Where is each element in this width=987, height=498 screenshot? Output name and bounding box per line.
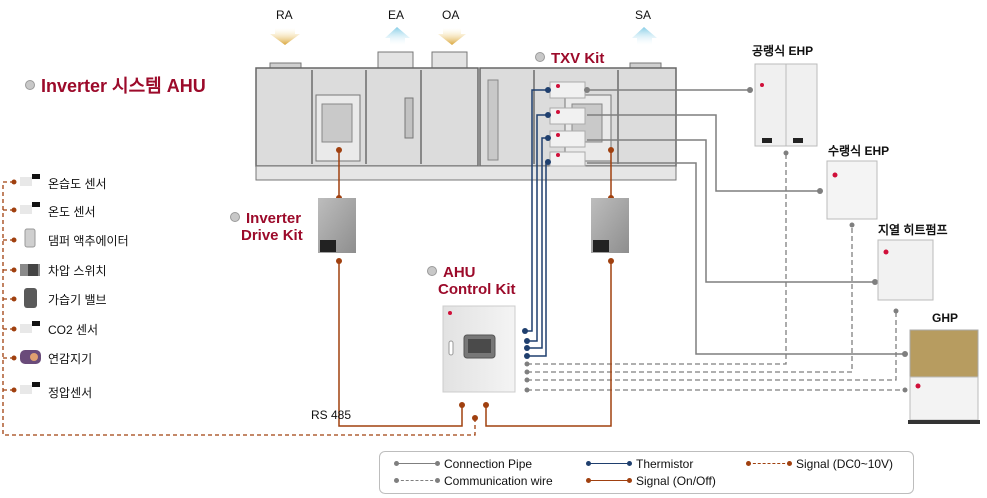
legend-thermistor: Thermistor — [586, 457, 694, 471]
bullet-icon — [427, 266, 437, 277]
txv-kit-label: TXV Kit — [535, 50, 604, 67]
sensor-icon — [20, 321, 40, 333]
signal-dc-wires — [2, 181, 476, 436]
sensor-label: 온도 센서 — [48, 205, 96, 219]
txv-kit-text: TXV Kit — [551, 50, 605, 67]
bullet-icon — [25, 80, 35, 91]
ghp-unit — [908, 329, 980, 424]
bullet-icon — [230, 212, 240, 223]
geothermal-heat-pump-unit — [877, 239, 934, 301]
airflow-label-ea: EA — [388, 8, 405, 22]
pipe-nodes — [584, 87, 908, 357]
ahu-kit-line2: Control Kit — [438, 281, 516, 298]
valve-icon — [24, 288, 37, 308]
sensor-label: 차압 스위치 — [48, 264, 107, 278]
connection-pipes — [587, 89, 905, 355]
sensor-icon — [20, 202, 40, 214]
legend-text: Thermistor — [636, 457, 694, 471]
airflow-label-ra: RA — [276, 8, 293, 22]
airflow-oa-arrow — [438, 28, 466, 45]
ahu-control-kit-label: AHU Control Kit — [427, 264, 515, 298]
rs485-label: RS 485 — [311, 408, 352, 422]
inverter-kit-line2: Drive Kit — [241, 227, 303, 244]
ghp-label: GHP — [932, 311, 959, 325]
air-cooled-ehp-label: 공랭식 EHP — [752, 44, 814, 58]
page-title: Inverter 시스템 AHU — [25, 72, 206, 98]
sensor-label: 온습도 센서 — [48, 177, 107, 191]
damper-actuator-icon — [24, 228, 36, 248]
legend-signal-onoff: Signal (On/Off) — [586, 474, 716, 488]
thermistor-swatch — [586, 461, 632, 467]
air-cooled-ehp-unit — [754, 63, 818, 147]
sensor-label: 정압센서 — [48, 386, 93, 400]
sensor-icon — [20, 382, 40, 394]
airflow-label-sa: SA — [635, 8, 652, 22]
signal-onoff-swatch — [586, 478, 632, 484]
signal-onoff-wires — [338, 150, 612, 427]
geothermal-heat-pump-label: 지열 히트펌프 — [878, 223, 948, 237]
legend-connection-pipe: Connection Pipe — [394, 457, 533, 471]
sensor-label: 연감지기 — [48, 352, 93, 366]
sensor-icon — [20, 174, 40, 186]
ahu-control-kit-cabinet — [442, 305, 516, 393]
bullet-icon — [535, 52, 545, 63]
inverter-drive-kit-1 — [318, 198, 356, 253]
page-title-text: Inverter 시스템 AHU — [41, 76, 206, 96]
inverter-drive-kit-label: Inverter Drive Kit — [230, 210, 303, 244]
legend-text: Signal (DC0~10V) — [796, 457, 894, 471]
legend-text: Signal (On/Off) — [636, 474, 716, 488]
sensor-label: 댐퍼 액추에이터 — [48, 234, 129, 248]
legend-communication-wire: Communication wire — [394, 474, 553, 488]
airflow-ra-arrow — [270, 28, 300, 45]
communication-wires — [527, 153, 905, 391]
sensor-label: 가습기 밸브 — [48, 293, 107, 307]
legend: Connection Pipe Communication wire Therm… — [379, 451, 914, 494]
inverter-kit-line1: Inverter — [246, 210, 302, 227]
ahu-unit — [255, 51, 677, 181]
water-cooled-ehp-unit — [826, 160, 878, 220]
legend-signal-dc: Signal (DC0~10V) — [746, 457, 894, 471]
ahu-kit-line1: AHU — [443, 264, 476, 281]
sensor-label: CO2 센서 — [48, 323, 99, 337]
airflow-label-oa: OA — [442, 8, 460, 22]
water-cooled-ehp-label: 수랭식 EHP — [828, 144, 890, 158]
airflow-ea-arrow — [385, 27, 410, 45]
smoke-detector-icon — [20, 350, 41, 364]
signal-dc-swatch — [746, 461, 792, 467]
inverter-drive-kit-2 — [591, 198, 629, 253]
communication-wire-swatch — [394, 478, 440, 484]
connection-pipe-swatch — [394, 461, 440, 467]
pressure-switch-icon — [20, 264, 40, 276]
legend-text: Communication wire — [444, 474, 553, 488]
legend-text: Connection Pipe — [444, 457, 533, 471]
airflow-sa-arrow — [632, 27, 657, 45]
sensor-icons — [20, 174, 41, 394]
